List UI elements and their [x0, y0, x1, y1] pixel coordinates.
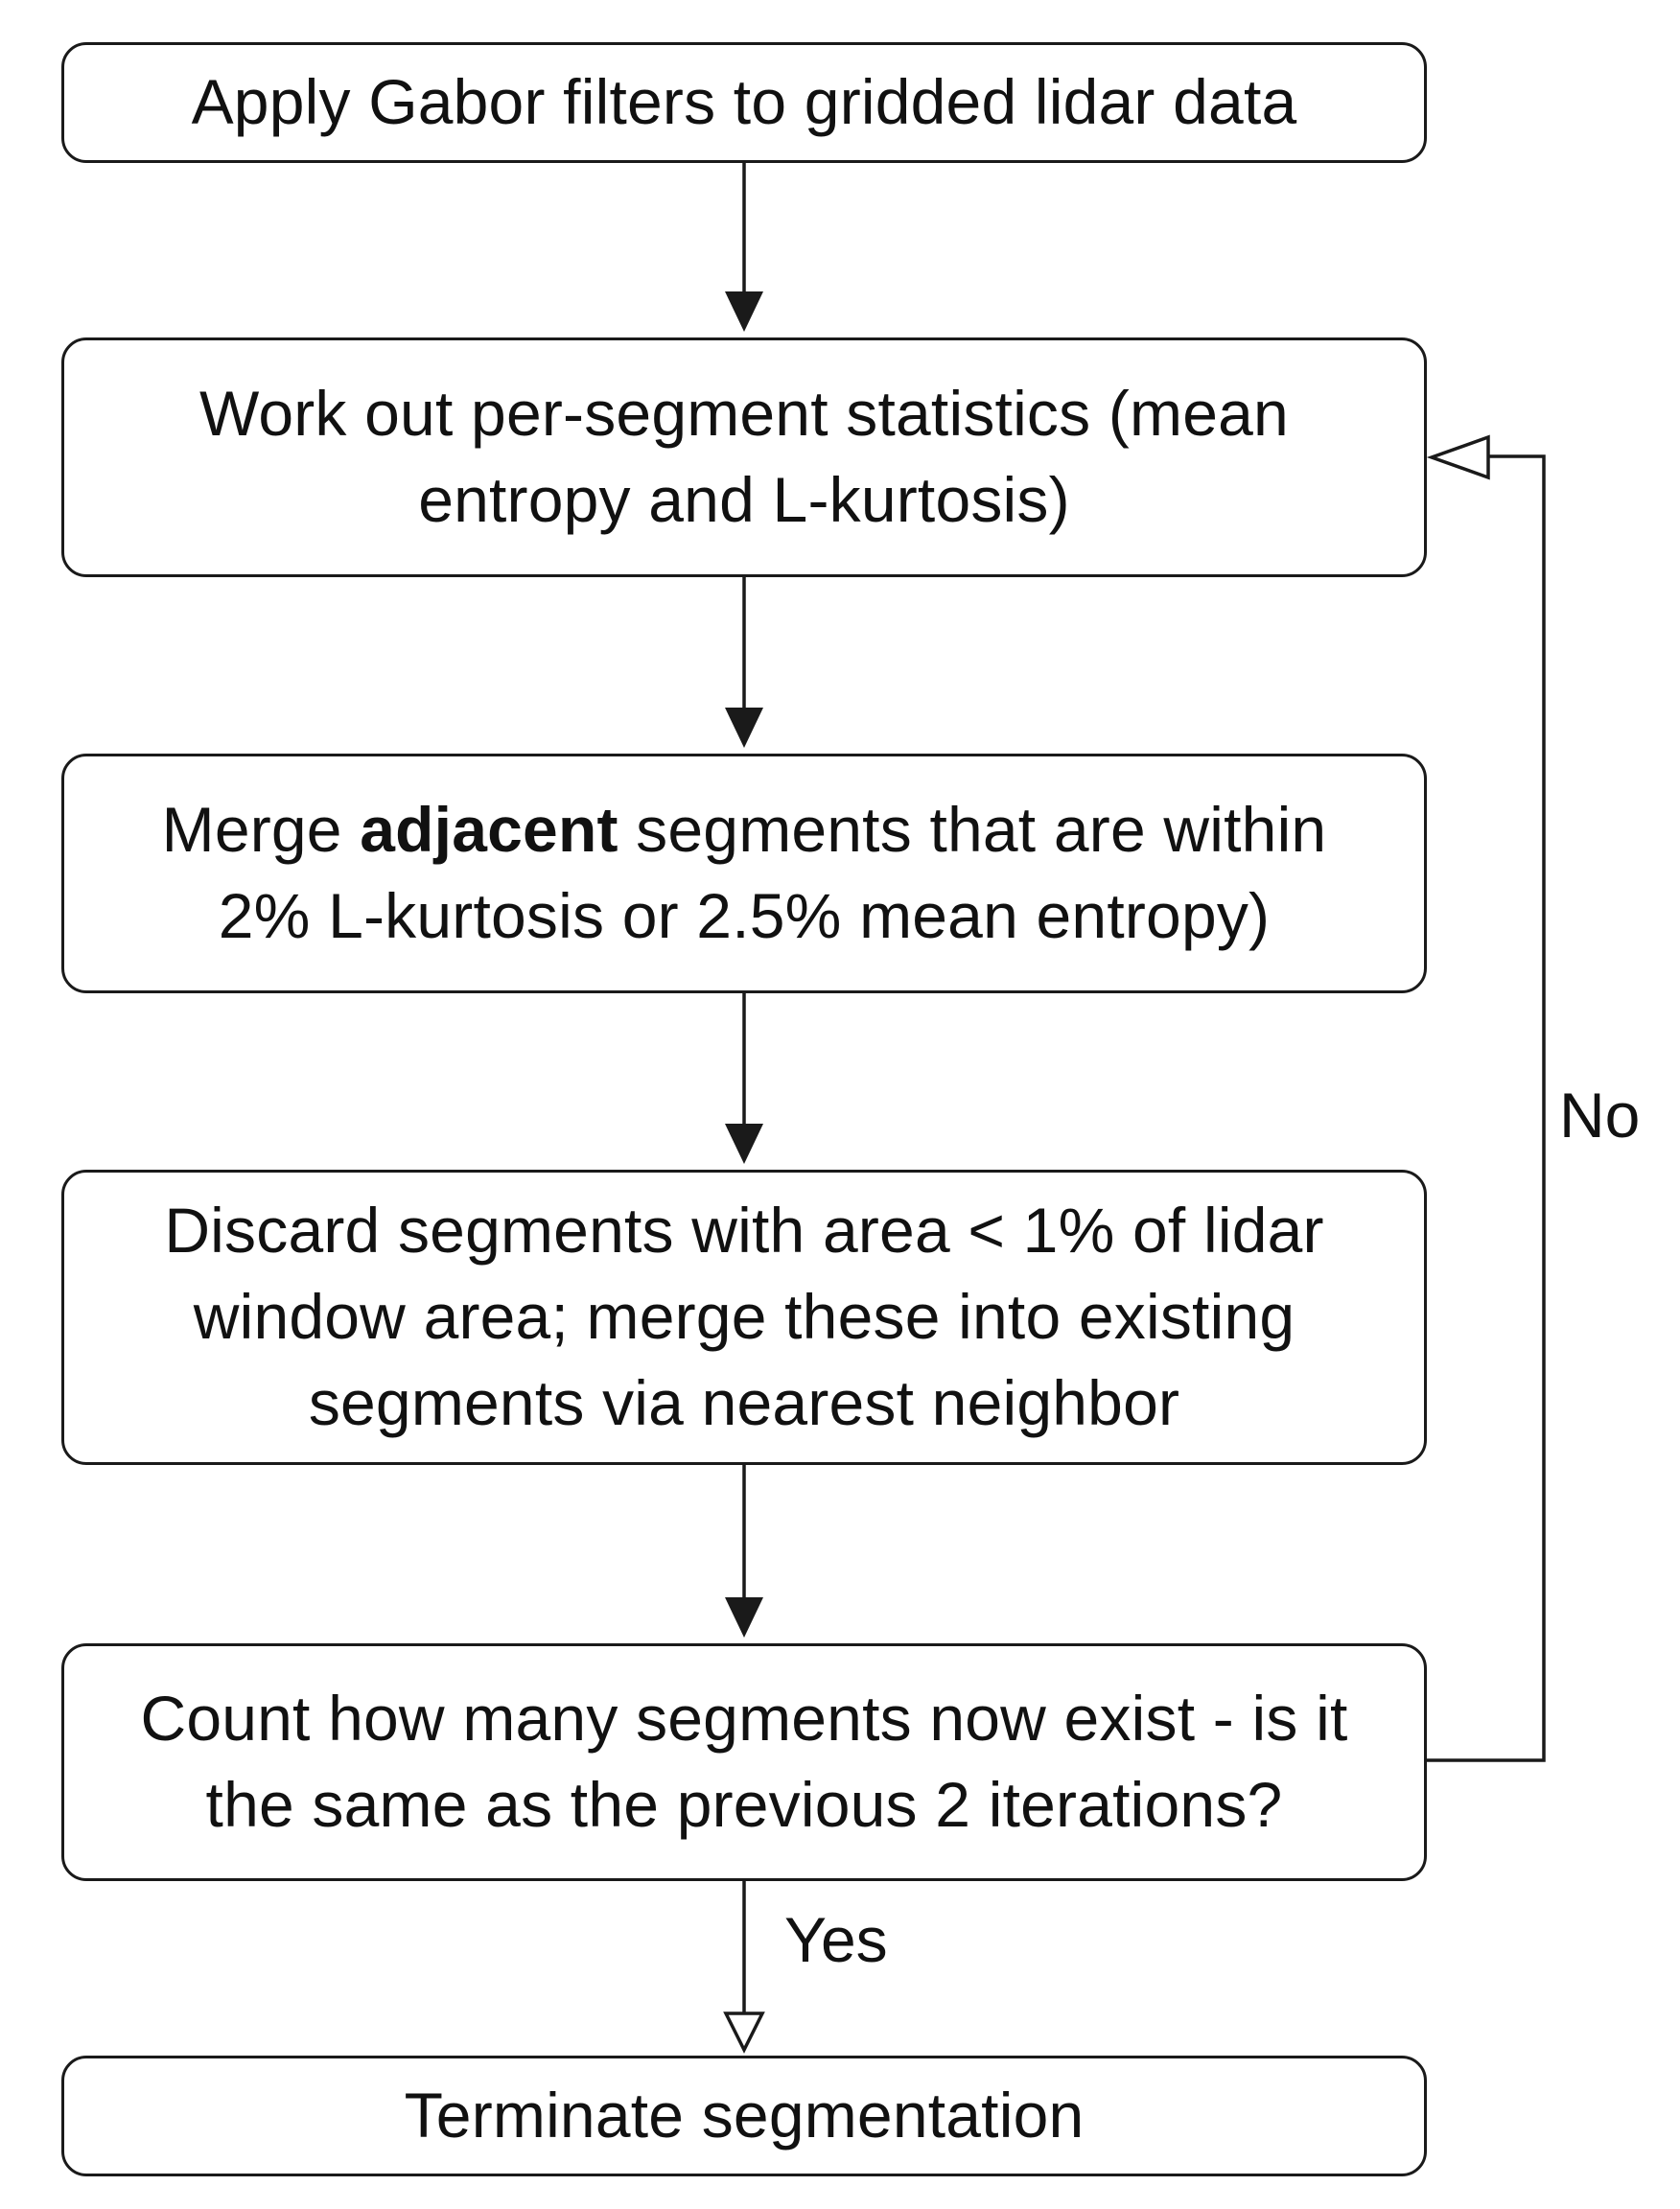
merge-text-before: Merge: [161, 794, 361, 866]
arrow-count-to-terminate: [723, 1881, 765, 2054]
step-merge-adjacent: Merge adjacent segments that are within …: [61, 754, 1427, 993]
step-count-segments-line2: the same as the previous 2 iterations?: [205, 1769, 1283, 1840]
arrow-discard-to-count: [725, 1465, 763, 1638]
merge-text-after: segments that are within: [618, 794, 1327, 866]
arrowhead-filled-icon: [725, 291, 763, 332]
step-discard-small-line3: segments via nearest neighbor: [308, 1366, 1180, 1438]
step-merge-adjacent-line1: Merge adjacent segments that are within: [162, 787, 1327, 873]
step-apply-gabor: Apply Gabor filters to gridded lidar dat…: [61, 42, 1427, 163]
step-work-out-stats-line2: entropy and L-kurtosis): [418, 464, 1070, 535]
arrowhead-filled-icon: [725, 1597, 763, 1638]
arrow-merge-to-discard: [725, 993, 763, 1164]
step-work-out-stats-line1: Work out per-segment statistics (mean: [199, 378, 1289, 450]
arrowhead-hollow-icon: [723, 2011, 765, 2054]
edge-label-no: No: [1559, 1080, 1641, 1151]
step-work-out-stats: Work out per-segment statistics (mean en…: [61, 337, 1427, 577]
step-discard-small-line1: Discard segments with area < 1% of lidar: [164, 1195, 1324, 1267]
step-apply-gabor-text: Apply Gabor filters to gridded lidar dat…: [191, 66, 1297, 138]
arrowhead-hollow-icon: [1426, 434, 1490, 480]
arrowhead-filled-icon: [725, 708, 763, 748]
step-merge-adjacent-line2: 2% L-kurtosis or 2.5% mean entropy): [218, 880, 1271, 951]
step-count-segments: Count how many segments now exist - is i…: [61, 1643, 1427, 1881]
arrow-apply-to-stats: [725, 163, 763, 332]
edge-label-yes: Yes: [784, 1904, 888, 1975]
merge-text-bold: adjacent: [360, 794, 618, 866]
arrow-stats-to-merge: [725, 577, 763, 748]
step-terminate: Terminate segmentation: [61, 2056, 1427, 2176]
arrowhead-filled-icon: [725, 1124, 763, 1164]
step-terminate-text: Terminate segmentation: [404, 2080, 1085, 2151]
arrow-loop-back-no: [1426, 434, 1546, 1762]
step-discard-small-line2: window area; merge these into existing: [193, 1281, 1295, 1353]
step-discard-small: Discard segments with area < 1% of lidar…: [61, 1170, 1427, 1465]
step-count-segments-line1: Count how many segments now exist - is i…: [140, 1683, 1348, 1755]
